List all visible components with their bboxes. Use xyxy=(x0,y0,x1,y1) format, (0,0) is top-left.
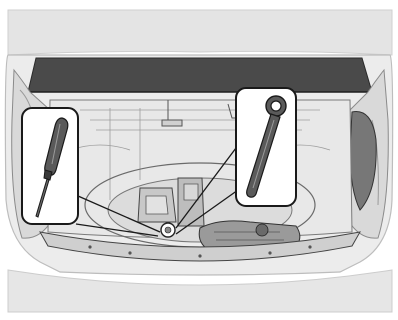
towing-eye-callout xyxy=(236,88,296,206)
screwdriver-callout xyxy=(22,108,78,224)
rear-parcel-shelf xyxy=(28,58,372,92)
trunk-lid xyxy=(8,10,392,55)
